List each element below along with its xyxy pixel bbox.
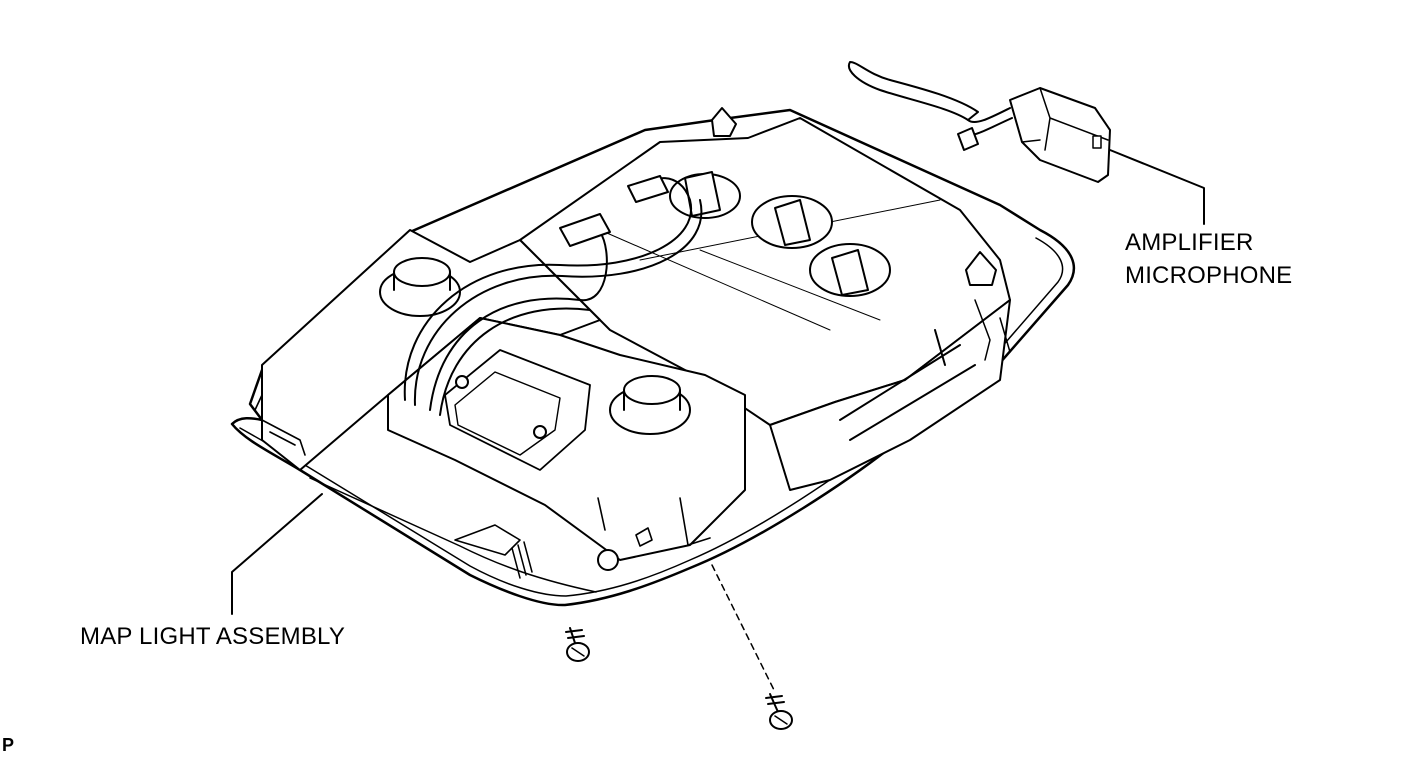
housing-inner-rim [239, 237, 1064, 597]
top-cone-clip [711, 107, 737, 137]
wire-1 [403, 177, 693, 401]
left-socket-body [393, 271, 451, 291]
screw-left [565, 627, 590, 662]
front-vent-ribs [511, 541, 533, 579]
amplifier-strap [847, 61, 979, 121]
switch-screw [455, 375, 469, 389]
wire-2 [413, 199, 703, 406]
map-light-leader-line [231, 493, 323, 615]
wire-3 [429, 231, 608, 411]
right-cone-clip [965, 251, 997, 286]
front-notch [597, 497, 711, 546]
right-wall-rib-1 [839, 329, 976, 441]
switch-panel-inner [454, 371, 561, 456]
front-clip-tab [454, 524, 521, 556]
right-wall-ribs [974, 299, 1011, 361]
wire-harness [403, 175, 703, 416]
front-button [597, 549, 619, 571]
amplifier-label-line-2: MICROPHONE [1125, 262, 1293, 289]
screw-right-shank [765, 693, 785, 713]
screw-left-slot [571, 647, 585, 657]
amplifier-plug [957, 127, 979, 151]
switch-panel [444, 349, 591, 471]
connector-1 [559, 213, 611, 247]
amplifier-microphone-label: AMPLIFIER MICROPHONE [1125, 226, 1292, 292]
amplifier-microphone-drawing [847, 61, 1111, 183]
right-side-wall [769, 299, 1011, 491]
amplifier-box-edge [1021, 87, 1109, 151]
bulb-sockets [379, 257, 691, 435]
front-lens-slot [309, 477, 597, 593]
screws [565, 564, 793, 730]
wire-4 [439, 307, 591, 416]
screw-dashed-guide [711, 564, 776, 693]
amplifier-box [1009, 87, 1111, 183]
amplifier-box-window [1092, 135, 1102, 149]
left-end-clips [254, 394, 306, 456]
deck-clip-2 [831, 249, 869, 296]
screw-right-slot [774, 715, 788, 725]
amplifier-label-line-1: AMPLIFIER [1125, 229, 1254, 256]
map-light-assembly-drawing [230, 108, 1076, 607]
connector-2 [627, 175, 669, 203]
front-small-tab [635, 527, 653, 547]
right-socket-body [623, 389, 681, 411]
amplifier-leader-line [1109, 149, 1205, 225]
map-light-assembly-label: MAP LIGHT ASSEMBLY [80, 623, 346, 650]
left-socket-top [393, 257, 451, 287]
screw-right [765, 693, 793, 730]
switch-screw-2 [533, 425, 547, 439]
deck-clip-1 [774, 199, 811, 246]
deck-clip-holes [669, 107, 997, 297]
corner-mark: P [2, 735, 15, 755]
right-socket-top [623, 375, 681, 405]
